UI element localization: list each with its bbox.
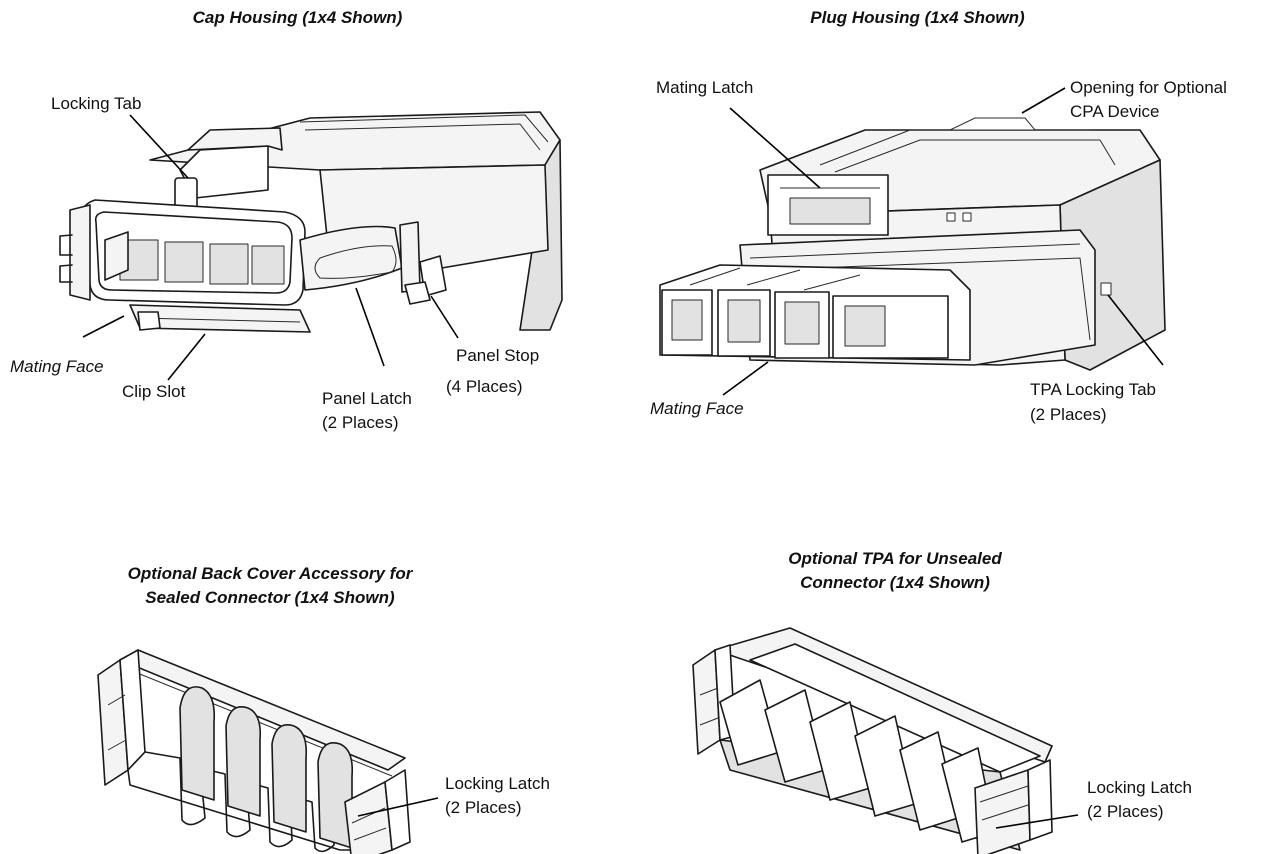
plug-mating-face-leader [722, 361, 769, 396]
back-cover-locking-latch-1: Locking Latch [445, 774, 550, 793]
tpa-drawing [692, 627, 1079, 854]
panel-stop-label-2: (4 Places) [446, 377, 523, 396]
tpa-locking-tab-label-1: TPA Locking Tab [1030, 380, 1157, 399]
plug-cavities [661, 289, 949, 359]
cap-mating-face-label: Mating Face [10, 357, 104, 376]
tpa-locking-latch-1: Locking Latch [1087, 778, 1192, 797]
back-cover-panel: Optional Back Cover Accessory for Sealed… [0, 440, 620, 854]
mating-face-leader [82, 315, 125, 338]
plug-mating-face-label: Mating Face [650, 399, 744, 418]
locking-tab-label: Locking Tab [51, 94, 142, 113]
tpa-locking-tab-label-2: (2 Places) [1030, 405, 1107, 424]
plug-housing-title: Plug Housing (1x4 Shown) [810, 8, 1025, 27]
clip-slot-label: Clip Slot [122, 382, 186, 401]
tpa-title-2: Connector (1x4 Shown) [800, 573, 990, 592]
locking-tab-leader [129, 114, 189, 179]
cpa-opening-leader [1021, 87, 1066, 114]
tpa-locking-latch-2: (2 Places) [1087, 802, 1164, 821]
panel-stop-leader [430, 295, 459, 339]
clip-slot-leader [167, 333, 206, 381]
back-cover-title-1: Optional Back Cover Accessory for [127, 564, 413, 583]
tpa-fingers [719, 679, 996, 843]
back-cover-title-2: Sealed Connector (1x4 Shown) [145, 588, 395, 607]
panel-latch-label-2: (2 Places) [322, 413, 399, 432]
mating-latch-label: Mating Latch [656, 78, 754, 97]
tpa-panel: Optional TPA for Unsealed Connector (1x4… [620, 440, 1267, 854]
plug-housing-panel: Plug Housing (1x4 Shown) [620, 0, 1267, 440]
back-cover-latch-leader [357, 797, 439, 817]
tpa-title-1: Optional TPA for Unsealed [788, 549, 1002, 568]
panel-latch-label-1: Panel Latch [322, 389, 412, 408]
plug-housing-drawing [659, 87, 1166, 396]
panel-stop-label-1: Panel Stop [456, 346, 540, 365]
tpa-locking-tab-leader [1107, 294, 1164, 366]
tpa-latch-leader [995, 814, 1079, 829]
back-cover-drawing [97, 649, 439, 854]
back-cover-locking-latch-2: (2 Places) [445, 798, 522, 817]
cap-housing-panel: Cap Housing (1x4 Shown) [0, 0, 620, 440]
cpa-opening-label-1: Opening for Optional [1070, 78, 1227, 97]
cap-housing-drawing [59, 111, 563, 381]
panel-latch-leader [355, 287, 385, 367]
cpa-opening-label-2: CPA Device [1070, 102, 1160, 121]
cap-housing-title: Cap Housing (1x4 Shown) [192, 8, 403, 27]
mating-latch-leader [729, 107, 821, 189]
